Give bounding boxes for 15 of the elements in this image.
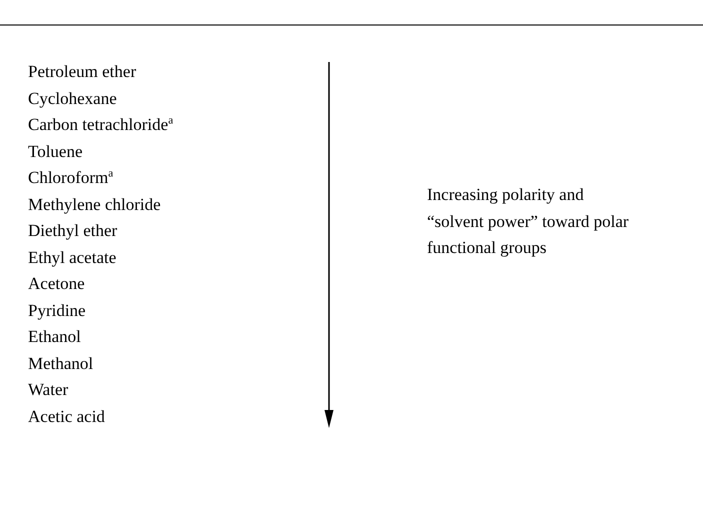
solvent-name: Acetone <box>28 274 85 294</box>
solvent-name: Methylene chloride <box>28 194 161 214</box>
solvent-name: Cyclohexane <box>28 88 117 108</box>
solvent-name: Petroleum ether <box>28 62 136 82</box>
note-text: Increasing polarity and “solvent power” toward polar functional groups <box>427 184 630 259</box>
solvent-name: Acetic acid <box>28 406 105 426</box>
solvent-name: Diethyl ether <box>28 221 118 241</box>
solvent-name: Ethyl acetate <box>28 248 116 268</box>
solvent-name: Pyridine <box>28 300 86 320</box>
solvent-name: Toluene <box>28 142 83 162</box>
solvent-name: Methanol <box>28 354 94 374</box>
solvent-name: Ethanol <box>28 327 81 347</box>
solvent-name: Water <box>28 380 68 400</box>
solvent-name: Carbon tetrachloride$^{a}$ <box>28 115 174 135</box>
solvent-name: Chloroform$^{a}$ <box>28 168 114 188</box>
